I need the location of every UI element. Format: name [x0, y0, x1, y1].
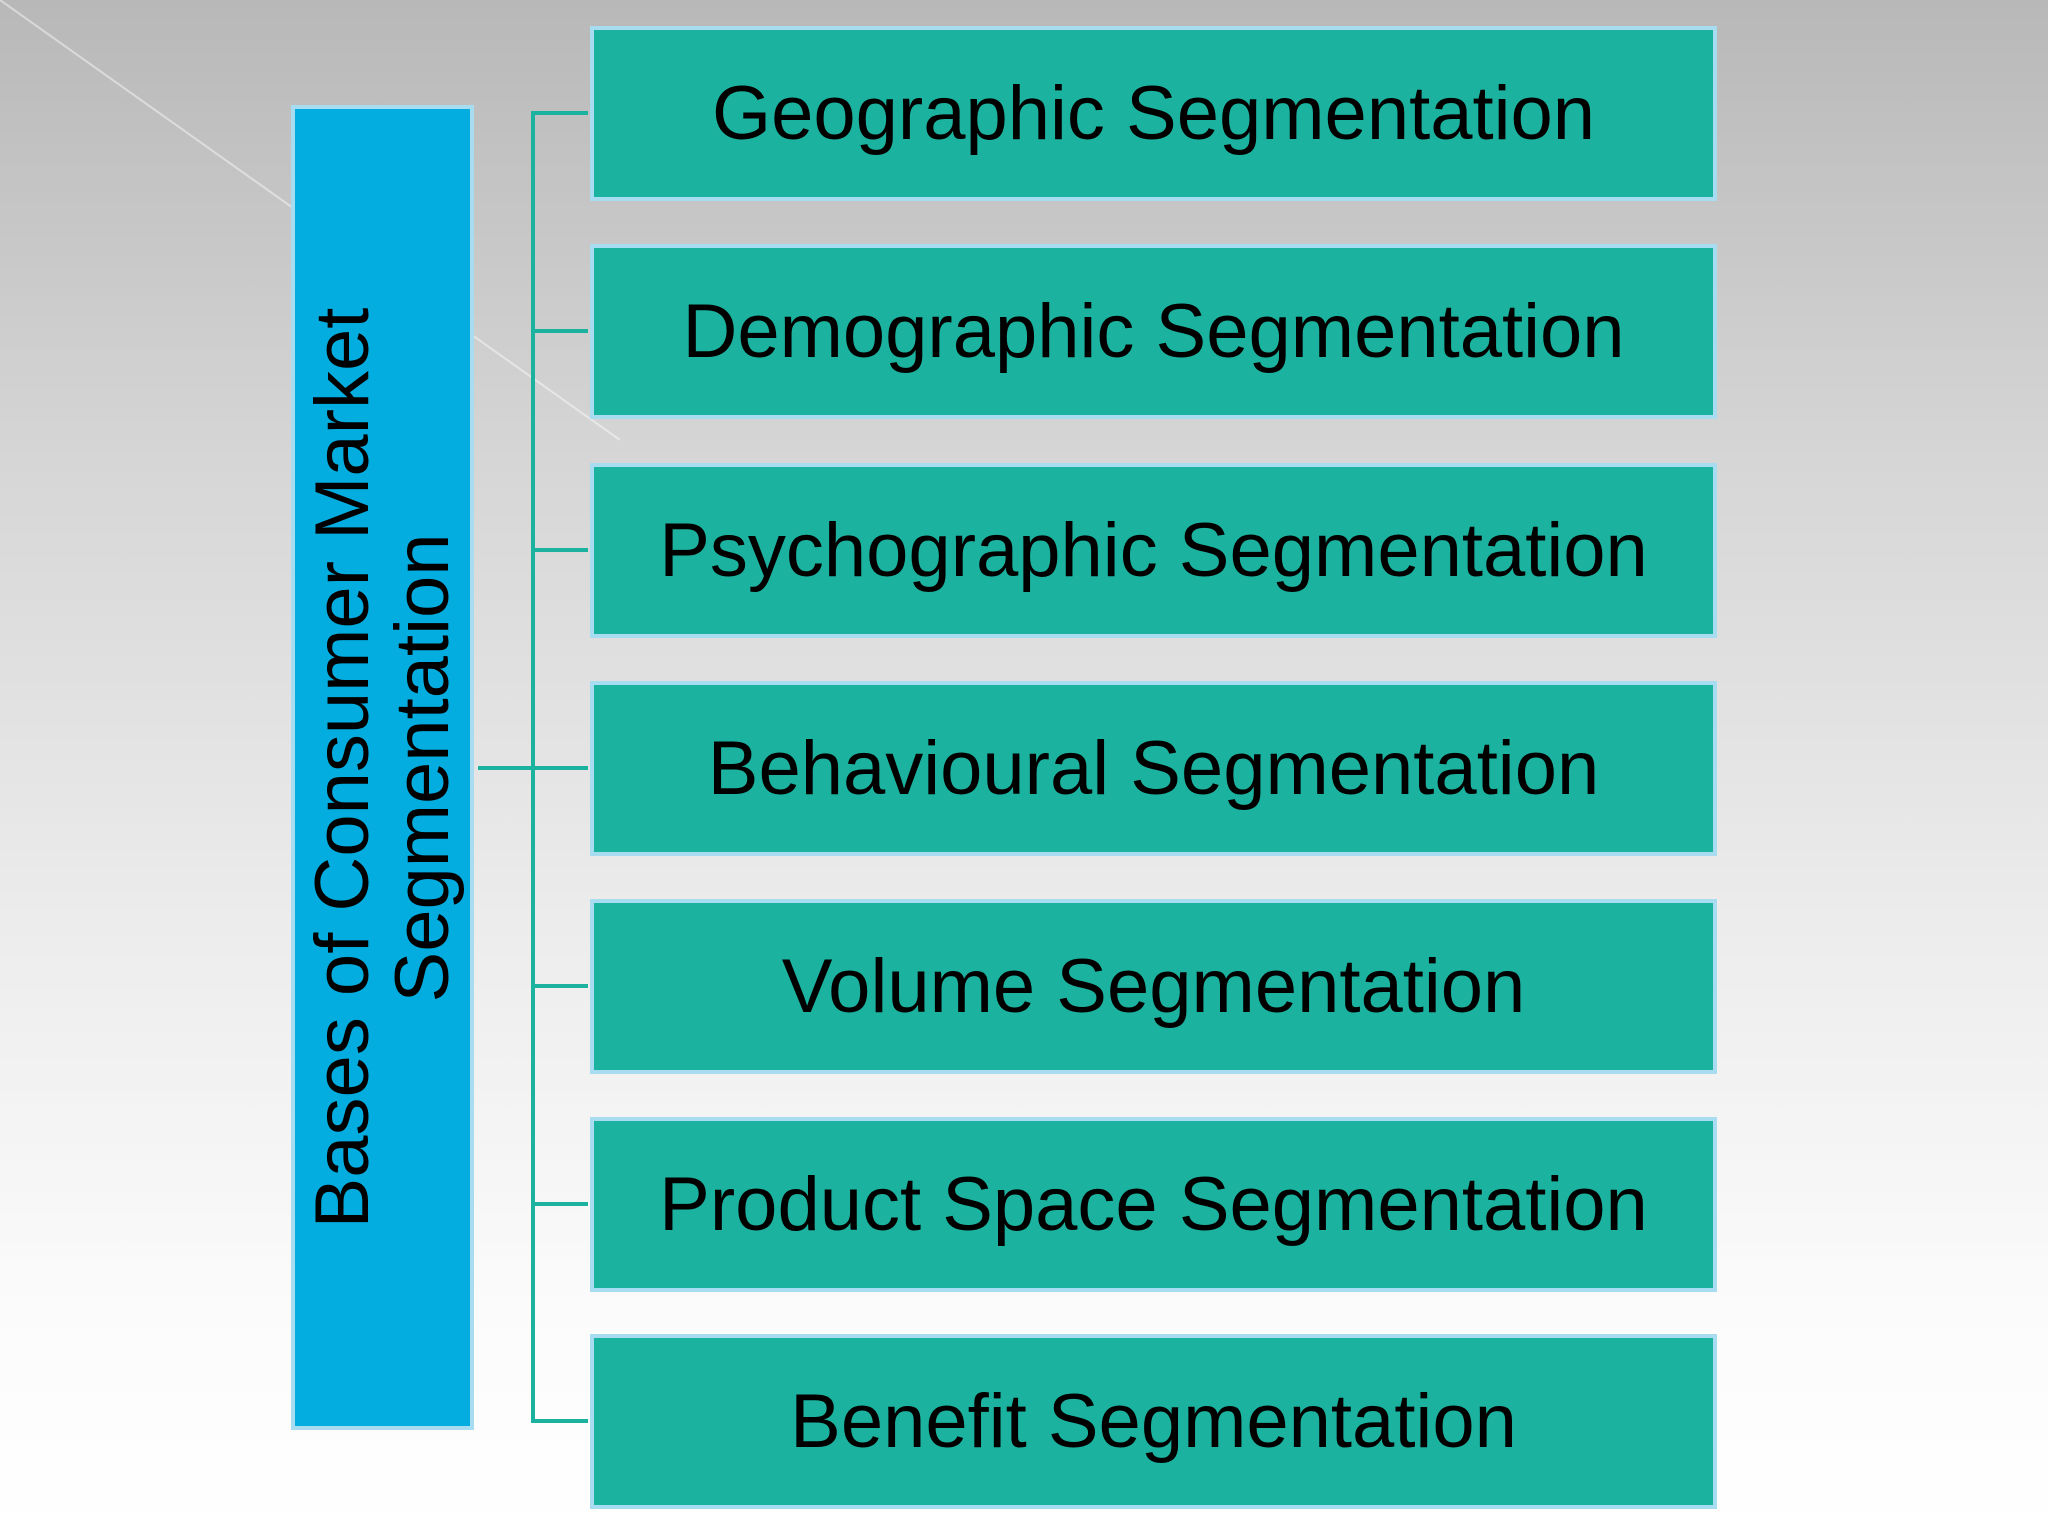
node-label: Product Space Segmentation: [659, 1162, 1648, 1247]
node-label: Behavioural Segmentation: [707, 726, 1600, 811]
node-volume-segmentation: Volume Segmentation: [590, 899, 1717, 1074]
node-label: Psychographic Segmentation: [659, 508, 1648, 593]
node-behavioural-segmentation: Behavioural Segmentation: [590, 681, 1717, 856]
node-geographic-segmentation: Geographic Segmentation: [590, 26, 1717, 201]
node-product-space-segmentation: Product Space Segmentation: [590, 1117, 1717, 1292]
node-benefit-segmentation: Benefit Segmentation: [590, 1334, 1717, 1509]
node-label: Geographic Segmentation: [711, 71, 1596, 156]
node-psychographic-segmentation: Psychographic Segmentation: [590, 463, 1717, 638]
root-node: Bases of Consumer Market Segmentation: [291, 105, 474, 1430]
node-label: Volume Segmentation: [781, 944, 1526, 1029]
node-label: Benefit Segmentation: [790, 1379, 1517, 1464]
node-label: Demographic Segmentation: [682, 289, 1625, 374]
node-demographic-segmentation: Demographic Segmentation: [590, 244, 1717, 419]
